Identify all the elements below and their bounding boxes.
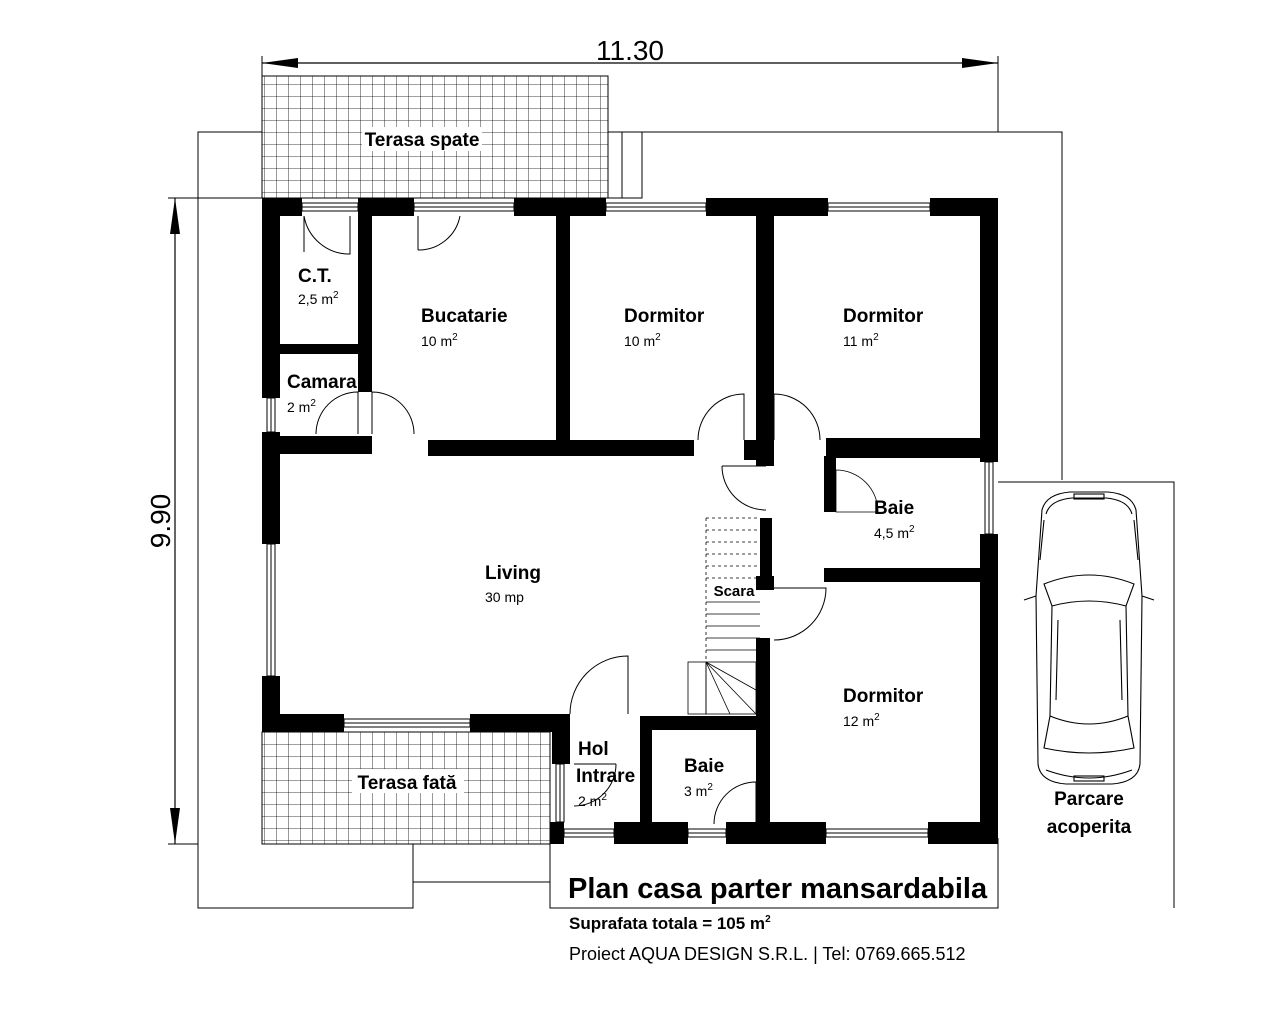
room-bucatarie: Bucatarie 10 m2 — [421, 306, 508, 349]
stairs-label: Scara — [714, 583, 756, 600]
room-baie-1: Baie 4,5 m2 — [874, 498, 915, 541]
doors — [303, 215, 879, 825]
room-area: 3 m — [684, 783, 707, 799]
area-unit-sup: 2 — [333, 290, 339, 301]
windows — [266, 202, 994, 838]
room-camara: Camara 2 m2 — [287, 372, 357, 415]
plan-title: Plan casa parter mansardabila — [568, 873, 988, 905]
height-dimension-label: 9.90 — [145, 494, 176, 549]
room-ct: C.T. 2,5 m2 — [298, 266, 339, 307]
room-name: Baie — [874, 498, 914, 519]
svg-text:11 m2: 11 m2 — [843, 332, 879, 349]
room-name: Bucatarie — [421, 306, 508, 327]
width-dimension-label: 11.30 — [596, 35, 664, 66]
car-icon — [1023, 491, 1155, 785]
room-area: 30 mp — [485, 589, 524, 605]
room-name: Camara — [287, 372, 357, 393]
total-surface: Suprafata totala = 105 m — [569, 914, 765, 933]
area-unit-sup: 2 — [310, 398, 316, 409]
room-name: Hol — [578, 739, 609, 760]
room-hol-intrare: Hol Intrare 2 m2 — [576, 739, 635, 809]
room-area: 10 m — [624, 333, 655, 349]
room-area: 10 m — [421, 333, 452, 349]
staircase — [687, 517, 760, 715]
walls — [262, 198, 998, 844]
room-area: 12 m — [843, 713, 874, 729]
room-name: Living — [485, 563, 541, 584]
area-unit-sup: 2 — [452, 332, 458, 343]
parking-label-line1: Parcare — [1054, 789, 1124, 810]
room-dormitor-2: Dormitor 11 m2 — [843, 306, 924, 349]
site-outline — [197, 131, 1175, 909]
svg-text:12 m2: 12 m2 — [843, 712, 880, 729]
svg-text:Suprafata totala = 105 m2: Suprafata totala = 105 m2 — [569, 914, 771, 933]
svg-text:2 m2: 2 m2 — [578, 792, 607, 809]
svg-text:4,5 m2: 4,5 m2 — [874, 524, 915, 541]
room-dormitor-1: Dormitor 10 m2 — [624, 306, 705, 349]
area-unit-sup: 2 — [909, 524, 915, 535]
svg-text:10 m2: 10 m2 — [624, 332, 661, 349]
room-name-line2: Intrare — [576, 766, 635, 787]
area-unit-sup: 2 — [655, 332, 661, 343]
room-area: 2 m — [287, 399, 310, 415]
room-name: Dormitor — [843, 686, 924, 707]
room-living: Living 30 mp — [485, 563, 541, 605]
area-unit-sup: 2 — [601, 792, 607, 803]
room-baie-2: Baie 3 m2 — [684, 756, 724, 799]
room-dormitor-3: Dormitor 12 m2 — [843, 686, 924, 729]
room-area: 4,5 m — [874, 525, 909, 541]
room-name: C.T. — [298, 266, 332, 287]
area-unit-sup: 2 — [874, 712, 880, 723]
room-area: 11 m — [843, 333, 873, 349]
project-credit: Proiect AQUA DESIGN S.R.L. | Tel: 0769.6… — [569, 944, 966, 964]
terrace-back: Terasa spate — [261, 75, 609, 199]
room-name: Dormitor — [843, 306, 924, 327]
terrace-front: Terasa fată — [261, 731, 551, 845]
area-unit-sup: 2 — [707, 782, 713, 793]
terrace-back-label: Terasa spate — [365, 130, 480, 151]
room-area: 2,5 m — [298, 291, 333, 307]
room-name: Baie — [684, 756, 724, 777]
svg-text:2 m2: 2 m2 — [287, 398, 316, 415]
parking-label-line2: acoperita — [1047, 817, 1132, 838]
svg-text:2,5 m2: 2,5 m2 — [298, 290, 339, 307]
surface-unit-sup: 2 — [765, 914, 771, 925]
svg-text:3 m2: 3 m2 — [684, 782, 713, 799]
room-name: Dormitor — [624, 306, 705, 327]
svg-text:10 m2: 10 m2 — [421, 332, 458, 349]
dimension-width: 11.30 — [261, 35, 999, 132]
terrace-front-label: Terasa fată — [358, 773, 457, 794]
dimension-height: 9.90 — [145, 197, 262, 845]
area-unit-sup: 2 — [873, 332, 879, 343]
room-area: 2 m — [578, 793, 601, 809]
